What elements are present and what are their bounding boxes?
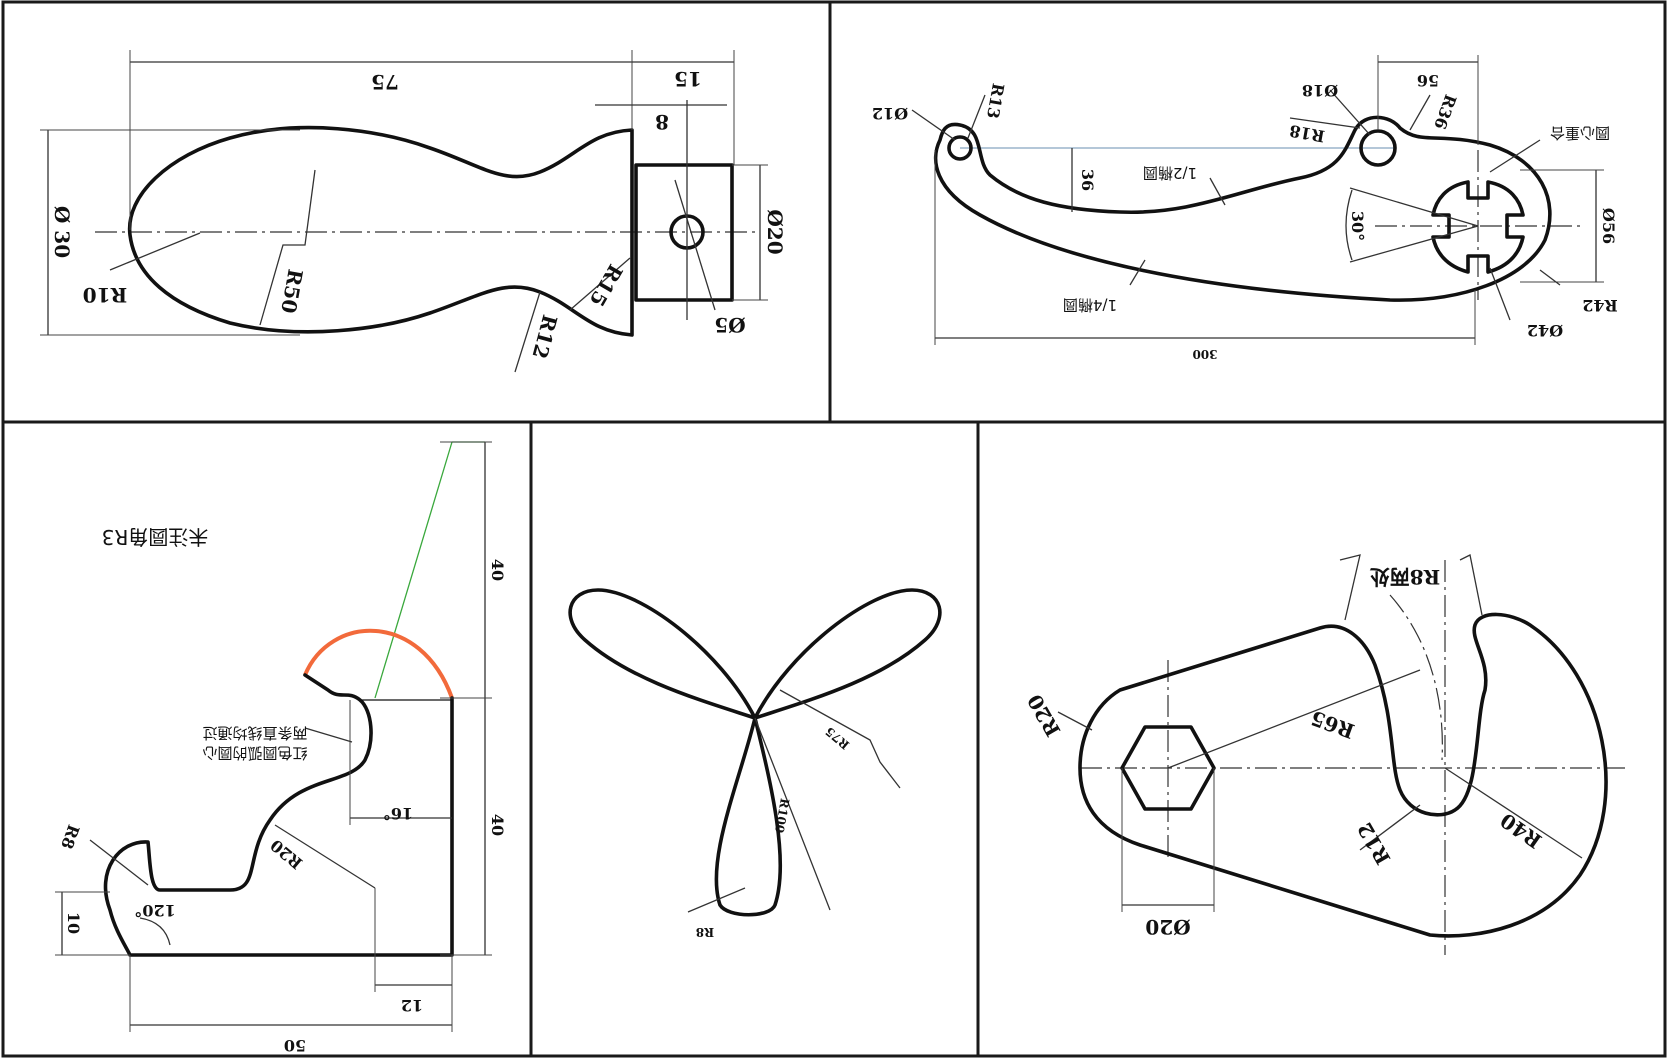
dim-300: 300 bbox=[1192, 347, 1217, 361]
construction-line-1 bbox=[374, 441, 453, 699]
leader-r8-right bbox=[1459, 554, 1483, 616]
dim-40-top: 40 bbox=[488, 559, 507, 581]
panel-wrench: Ø12 R13 Ø18 R18 56 R36 圆心重合 36 1/2椭圆 30°… bbox=[872, 55, 1618, 361]
leader-r40 bbox=[1444, 767, 1583, 859]
dim-r8-two-places: R8两处 bbox=[1369, 565, 1441, 589]
leader-r20 bbox=[274, 824, 376, 889]
dim-r20-plate: R20 bbox=[1022, 690, 1065, 740]
leader-dia18 bbox=[1329, 89, 1371, 136]
dim-r100: R100 bbox=[772, 797, 792, 834]
angle-ray-2 bbox=[1349, 225, 1479, 263]
dim-r10: R10 bbox=[83, 283, 127, 307]
dim-r65: R65 bbox=[1308, 706, 1358, 744]
leader-r20-plate bbox=[1057, 711, 1093, 731]
dim-r8-trefoil: R8 bbox=[696, 925, 714, 939]
angle-arc-30 bbox=[1345, 189, 1353, 261]
wrench-outline bbox=[933, 115, 1552, 302]
dim-40-bottom: 40 bbox=[488, 814, 507, 836]
dim-r40: R40 bbox=[1496, 808, 1546, 853]
leader-r18 bbox=[1289, 117, 1361, 129]
dim-r42: R42 bbox=[1582, 296, 1618, 315]
wrench-mid-hole bbox=[1359, 129, 1397, 167]
dim-75: 75 bbox=[371, 70, 399, 94]
leader-dia12 bbox=[911, 109, 956, 141]
leader-r10 bbox=[109, 232, 201, 271]
dim-dia-5: Ø5 bbox=[714, 313, 745, 337]
handle-end-block bbox=[634, 163, 734, 302]
leader-r15 bbox=[569, 257, 631, 311]
panel-hook: 未注圆角R3 两条直线均通过 红色圆弧的圆心 40 40 16 bbox=[55, 441, 507, 1055]
note-quarter-ellipse: 1/4椭圆 bbox=[1063, 296, 1117, 314]
note-half-ellipse: 1/2椭圆 bbox=[1143, 164, 1197, 182]
dim-r18: R18 bbox=[1288, 121, 1326, 146]
dim-r50: R50 bbox=[276, 267, 307, 315]
leader-r12-plate bbox=[1359, 804, 1421, 851]
dim-dia-20-plate: Ø20 bbox=[1145, 915, 1190, 939]
dim-r12: R12 bbox=[527, 312, 562, 361]
leader-r42 bbox=[1539, 269, 1561, 286]
dim-8: 8 bbox=[655, 110, 669, 134]
dim-r15: R15 bbox=[585, 260, 628, 310]
dim-50: 50 bbox=[284, 1036, 306, 1055]
leader-r13 bbox=[967, 94, 986, 139]
dim-dia-12: Ø12 bbox=[872, 104, 908, 123]
note-tangent-line1: 两条直线均通过 bbox=[202, 724, 307, 742]
dim-dia-18: Ø18 bbox=[1302, 81, 1338, 100]
dim-dia-42: Ø42 bbox=[1527, 321, 1563, 340]
note-tangent-line2: 红色圆弧的圆心 bbox=[202, 744, 307, 762]
leader-dia5 bbox=[674, 179, 716, 311]
panel-trefoil: R75 R100 R8 bbox=[568, 588, 942, 939]
dim-12: 12 bbox=[401, 996, 423, 1015]
leader-center-note bbox=[1489, 139, 1541, 173]
dim-36: 36 bbox=[1078, 169, 1097, 191]
dim-ang-120: 120° bbox=[134, 901, 175, 920]
leader-quarter-ellipse bbox=[1129, 259, 1146, 286]
leader-tangent-note bbox=[304, 727, 353, 743]
dim-56: 56 bbox=[1417, 71, 1439, 90]
dim-r12-plate: R12 bbox=[1352, 818, 1395, 868]
plate-arc-r65-centerline bbox=[1389, 594, 1443, 761]
dim-dia-56: Ø56 bbox=[1599, 208, 1618, 244]
dim-r8: R8 bbox=[57, 822, 83, 851]
wrench-small-hole bbox=[947, 135, 973, 161]
leader-dia42 bbox=[1489, 267, 1511, 321]
leader-r36 bbox=[1409, 94, 1431, 131]
dim-15: 15 bbox=[674, 67, 702, 91]
leader-r12 bbox=[514, 291, 541, 373]
leader-r8 bbox=[89, 839, 149, 886]
plate-outline bbox=[1078, 612, 1608, 938]
dim-10: 10 bbox=[64, 912, 83, 934]
leader-r65 bbox=[1167, 669, 1421, 769]
leader-r50 bbox=[259, 169, 316, 326]
panel-handle: 75 15 8 Ø 30 Ø20 Ø5 R10 R50 R12 R15 bbox=[40, 50, 787, 373]
dim-r36: R36 bbox=[1430, 92, 1460, 132]
leader-r100 bbox=[754, 717, 831, 911]
leader-r8-trefoil bbox=[687, 887, 746, 913]
trefoil-outline bbox=[568, 588, 942, 917]
highlight-red-arc bbox=[303, 629, 454, 699]
dim-dia-20: Ø20 bbox=[763, 209, 787, 254]
leader-half-ellipse bbox=[1209, 177, 1226, 206]
note-center-coincide: 圆心重合 bbox=[1550, 124, 1610, 142]
angle-arc-120 bbox=[139, 917, 171, 946]
dim-ang-30: 30° bbox=[1348, 211, 1367, 241]
dim-r13: R13 bbox=[983, 82, 1008, 120]
dim-ang-16: 16° bbox=[383, 804, 413, 823]
angle-ray-1 bbox=[1349, 187, 1479, 227]
panel-plate: R8两处 R20 R65 R12 R40 Ø20 bbox=[1022, 554, 1625, 955]
leader-r8-left bbox=[1339, 554, 1361, 621]
dim-dia-30: Ø 30 bbox=[50, 206, 74, 258]
note-fillet-r3: 未注圆角R3 bbox=[102, 525, 209, 549]
handle-outline bbox=[127, 125, 634, 337]
leader-r75 bbox=[779, 689, 901, 789]
